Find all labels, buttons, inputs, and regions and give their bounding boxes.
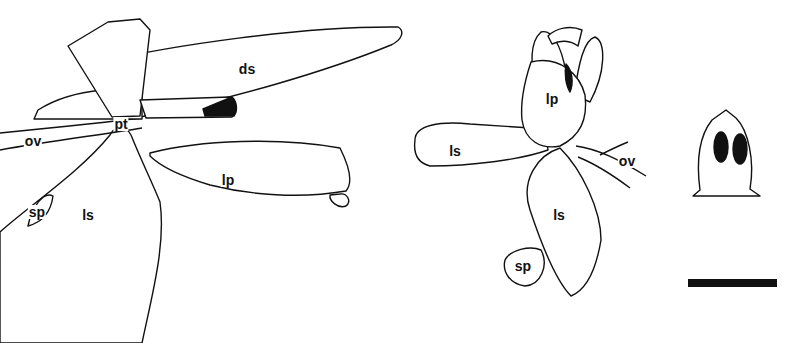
column-beak	[140, 97, 236, 118]
part-label: ls	[552, 208, 566, 222]
pollinium	[733, 134, 747, 164]
part-label: lp	[221, 173, 235, 187]
part-label: ls	[81, 208, 95, 222]
part-label: ov	[618, 154, 636, 168]
part-label: sp	[28, 205, 46, 219]
sepal	[28, 195, 53, 226]
part-label: ov	[24, 134, 42, 148]
part-label: pt	[113, 117, 128, 131]
labellum-tip	[330, 194, 349, 207]
scale-bar	[688, 279, 777, 287]
column-front	[693, 110, 760, 196]
dorsal-sepal	[548, 28, 582, 46]
labellum	[150, 141, 350, 195]
part-label: lp	[545, 92, 559, 106]
ovary	[0, 118, 142, 150]
ovary	[576, 142, 646, 188]
pollinium	[714, 132, 728, 162]
part-label: ls	[448, 144, 462, 158]
lateral-sepal	[527, 148, 601, 296]
petal	[68, 19, 150, 117]
sepal	[504, 248, 544, 286]
labellum	[522, 61, 586, 147]
part-label: sp	[514, 259, 532, 273]
anther	[203, 97, 236, 116]
anther	[565, 64, 572, 92]
part-label: ds	[238, 62, 256, 76]
lateral-sepal	[0, 127, 161, 343]
